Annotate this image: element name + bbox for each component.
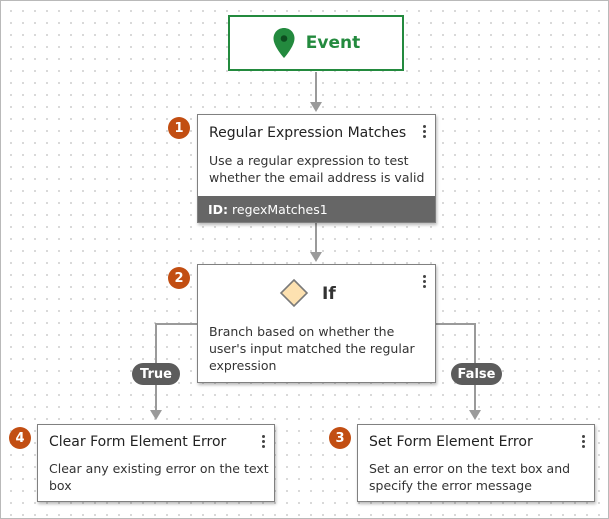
id-value: regexMatches1 [232, 201, 328, 217]
step-badge: 4 [9, 427, 31, 449]
node-title: Set Form Element Error [369, 434, 533, 450]
branch-false-label: False [451, 363, 502, 385]
step-badge: 3 [329, 427, 351, 449]
arrowhead-if [310, 252, 322, 262]
node-title: Clear Form Element Error [49, 434, 227, 450]
more-options-icon[interactable] [261, 435, 265, 448]
node-description: Set an error on the text box and specify… [369, 461, 571, 493]
id-label: ID: [208, 201, 229, 217]
arrowhead-regex [310, 102, 322, 112]
clear-form-element-error-node[interactable]: Clear Form Element Error Clear any exist… [37, 424, 275, 502]
node-title: Regular Expression Matches [209, 125, 407, 141]
branch-true-label: True [132, 363, 180, 385]
node-description: Clear any existing error on the text box [49, 461, 269, 493]
step-badge: 1 [168, 117, 190, 139]
node-description: Use a regular expression to test whether… [209, 153, 425, 185]
more-options-icon[interactable] [422, 275, 426, 288]
more-options-icon[interactable] [422, 125, 426, 138]
diamond-icon [279, 278, 309, 308]
more-options-icon[interactable] [581, 435, 585, 448]
event-label: Event [305, 33, 361, 53]
arrowhead-set [469, 410, 481, 420]
if-node[interactable]: If Branch based on whether the user's in… [197, 264, 436, 383]
set-form-element-error-node[interactable]: Set Form Element Error Set an error on t… [357, 424, 595, 502]
node-title: If [322, 284, 336, 304]
event-node[interactable]: Event [228, 15, 404, 71]
arrowhead-clear [150, 410, 162, 420]
regex-matches-node[interactable]: Regular Expression Matches Use a regular… [197, 114, 436, 223]
map-pin-icon [273, 28, 295, 58]
node-description: Branch based on whether the user's input… [209, 324, 415, 373]
node-id-bar: ID: regexMatches1 [198, 196, 435, 222]
step-badge: 2 [168, 267, 190, 289]
